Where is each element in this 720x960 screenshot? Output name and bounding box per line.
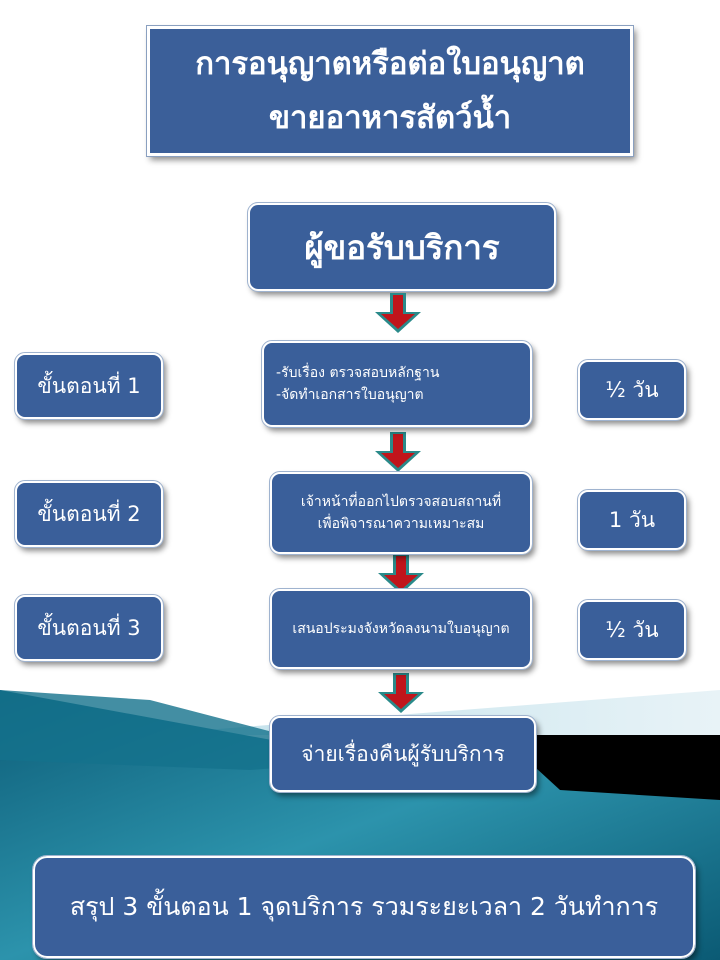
step-1-line-2: -จัดทำเอกสารใบอนุญาต [276, 387, 424, 403]
step-1-time: ½ วัน [577, 359, 687, 421]
step-2-time: 1 วัน [577, 489, 687, 551]
step-1-line-1: -รับเรื่อง ตรวจสอบหลักฐาน [276, 365, 440, 381]
arrow-down-icon [378, 554, 424, 594]
summary-box: สรุป 3 ขั้นตอน 1 จุดบริการ รวมระยะเวลา 2… [32, 855, 696, 959]
step-3-label: ขั้นตอนที่ 3 [14, 594, 164, 662]
arrow-down-icon [375, 293, 421, 333]
service-requester-box: ผู้ขอรับบริการ [247, 202, 557, 292]
step-2-line-1: เจ้าหน้าที่ออกไปตรวจสอบสถานที่ [300, 494, 502, 510]
return-to-requester-box: จ่ายเรื่องคืนผู้รับบริการ [269, 715, 537, 793]
step-2-label: ขั้นตอนที่ 2 [14, 480, 164, 548]
step-2-line-2: เพื่อพิจารณาความเหมาะสม [317, 516, 485, 532]
step-2-process-box: เจ้าหน้าที่ออกไปตรวจสอบสถานที่ เพื่อพิจา… [269, 471, 533, 555]
title-line-1: การอนุญาตหรือต่อใบอนุญาต [195, 46, 585, 82]
step-1-label: ขั้นตอนที่ 1 [14, 352, 164, 420]
step-3-line-1: เสนอประมงจังหวัดลงนามใบอนุญาต [292, 621, 510, 637]
title-line-2: ขายอาหารสัตว์น้ำ [268, 100, 512, 136]
step-3-time: ½ วัน [577, 599, 687, 661]
arrow-down-icon [375, 432, 421, 472]
step-3-process-box: เสนอประมงจังหวัดลงนามใบอนุญาต [269, 588, 533, 670]
arrow-down-icon [378, 673, 424, 713]
step-1-process-box: -รับเรื่อง ตรวจสอบหลักฐาน -จัดทำเอกสารใบ… [261, 340, 533, 428]
diagram-title: การอนุญาตหรือต่อใบอนุญาต ขายอาหารสัตว์น้… [146, 25, 634, 157]
